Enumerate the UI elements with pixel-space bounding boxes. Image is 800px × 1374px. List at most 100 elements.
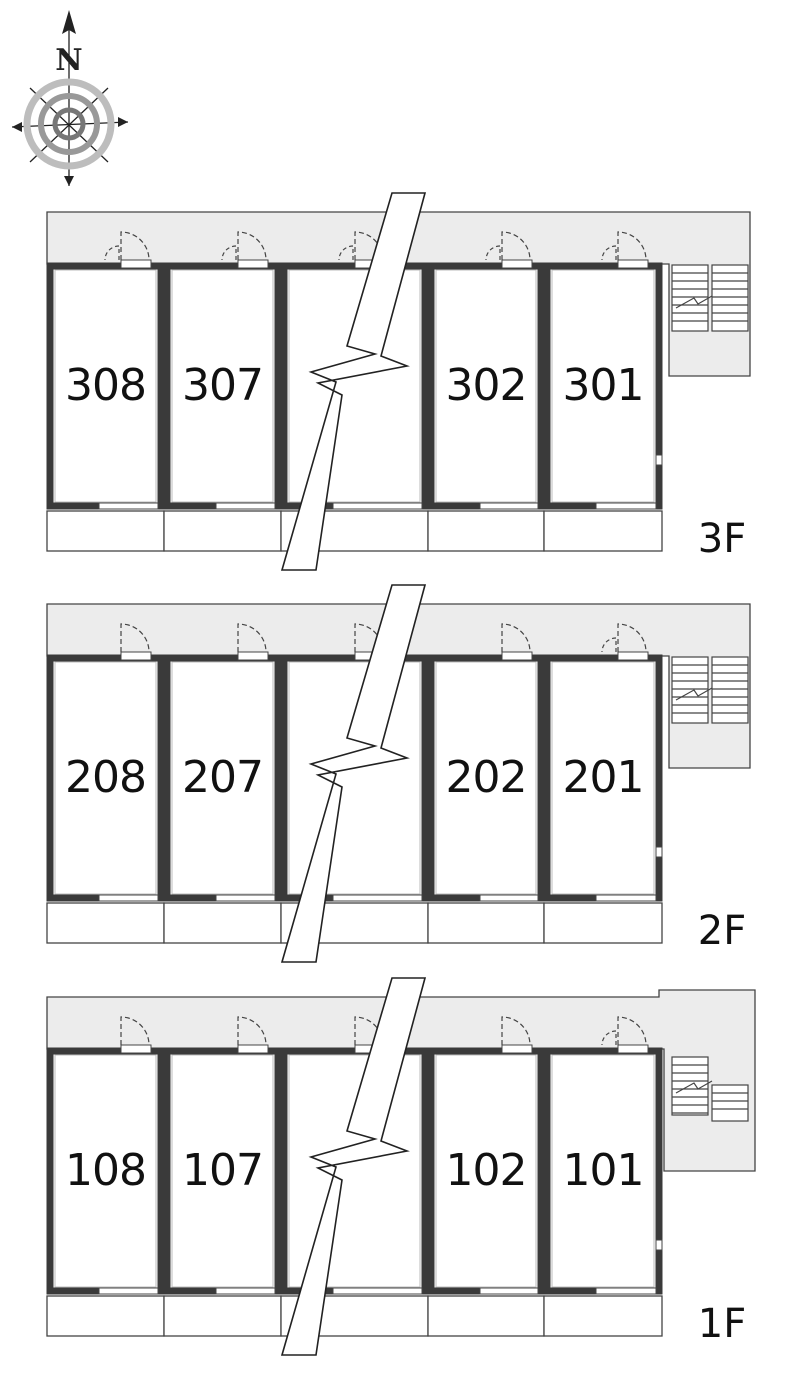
unit-107: 107 bbox=[163, 1016, 282, 1295]
stair-flight bbox=[711, 1084, 749, 1122]
break-line-icon bbox=[280, 584, 427, 963]
unit-wall bbox=[280, 1047, 429, 1295]
window bbox=[98, 894, 159, 902]
unit-202: 202 bbox=[427, 623, 545, 902]
unit-inner-wall bbox=[288, 1054, 421, 1288]
window bbox=[215, 894, 276, 902]
stair-break-line bbox=[675, 1080, 713, 1094]
window bbox=[332, 502, 423, 510]
door-opening bbox=[501, 651, 533, 661]
door-swing-icon bbox=[501, 623, 531, 653]
staircase bbox=[671, 1056, 749, 1122]
door-swing-icon bbox=[617, 623, 647, 653]
side-window bbox=[655, 846, 663, 858]
room-number: 202 bbox=[446, 752, 527, 803]
unit-omitted bbox=[280, 1016, 429, 1295]
unit-inner-wall bbox=[288, 269, 421, 503]
unit-wall bbox=[427, 262, 545, 510]
door-swing-icon bbox=[120, 231, 150, 261]
unit-wall bbox=[280, 262, 429, 510]
door-swing-icon bbox=[221, 245, 237, 261]
door-opening bbox=[237, 259, 269, 269]
room-number: 208 bbox=[65, 752, 146, 803]
unit-302: 302 bbox=[427, 231, 545, 510]
staircase bbox=[671, 656, 749, 724]
unit-wall bbox=[163, 654, 282, 902]
unit-inner-wall bbox=[551, 269, 655, 503]
floor-label: 3F bbox=[698, 516, 746, 562]
room-number: 307 bbox=[182, 360, 263, 411]
window bbox=[479, 894, 539, 902]
door-swing-icon bbox=[501, 231, 531, 261]
door-opening bbox=[120, 651, 152, 661]
stair-break-line bbox=[675, 687, 713, 701]
door-swing-icon bbox=[485, 245, 501, 261]
staircase bbox=[671, 264, 749, 332]
balcony bbox=[427, 510, 545, 552]
door-swing-icon bbox=[617, 231, 647, 261]
window bbox=[479, 1287, 539, 1295]
window bbox=[595, 894, 657, 902]
unit-wall bbox=[427, 1047, 545, 1295]
room-number: 207 bbox=[182, 752, 263, 803]
window bbox=[215, 1287, 276, 1295]
window bbox=[98, 502, 159, 510]
unit-inner-wall bbox=[54, 269, 157, 503]
stair-flight bbox=[711, 264, 749, 332]
door-swing-icon bbox=[237, 231, 267, 261]
door-swing-icon bbox=[120, 1016, 150, 1046]
balcony bbox=[427, 1295, 545, 1337]
door-opening bbox=[501, 259, 533, 269]
unit-inner-wall bbox=[551, 661, 655, 895]
balcony bbox=[163, 902, 282, 944]
unit-inner-wall bbox=[435, 269, 537, 503]
unit-101: 101 bbox=[543, 1016, 663, 1295]
door-swing-icon bbox=[501, 1016, 531, 1046]
room-number: 102 bbox=[446, 1145, 527, 1196]
unit-108: 108 bbox=[46, 1016, 165, 1295]
unit-omitted bbox=[280, 623, 429, 902]
unit-inner-wall bbox=[435, 661, 537, 895]
unit-301: 301 bbox=[543, 231, 663, 510]
unit-inner-wall bbox=[288, 661, 421, 895]
north-label: N bbox=[55, 43, 82, 78]
balcony bbox=[427, 902, 545, 944]
unit-inner-wall bbox=[171, 269, 274, 503]
unit-wall bbox=[543, 654, 663, 902]
balcony bbox=[543, 510, 663, 552]
door-swing-icon bbox=[237, 1016, 267, 1046]
balcony bbox=[46, 510, 165, 552]
stair-flight bbox=[671, 264, 709, 332]
door-opening bbox=[617, 651, 649, 661]
unit-inner-wall bbox=[54, 1054, 157, 1288]
door-swing-icon bbox=[104, 245, 120, 261]
unit-201: 201 bbox=[543, 623, 663, 902]
unit-wall bbox=[427, 654, 545, 902]
unit-wall bbox=[163, 262, 282, 510]
floor-label: 2F bbox=[698, 908, 746, 954]
window bbox=[479, 502, 539, 510]
stair-flight bbox=[711, 656, 749, 724]
balcony bbox=[46, 1295, 165, 1337]
window bbox=[215, 502, 276, 510]
balcony bbox=[543, 1295, 663, 1337]
door-swing-icon bbox=[617, 1016, 647, 1046]
unit-208: 208 bbox=[46, 623, 165, 902]
stair-flight bbox=[671, 656, 709, 724]
door-opening bbox=[617, 1044, 649, 1054]
compass-rose-icon: N bbox=[11, 10, 129, 186]
door-swing-icon bbox=[601, 637, 617, 653]
floor-plan-2f: 208 207 202 201 2F bbox=[46, 584, 751, 963]
door-opening bbox=[237, 1044, 269, 1054]
door-opening bbox=[501, 1044, 533, 1054]
balcony bbox=[163, 1295, 282, 1337]
unit-inner-wall bbox=[171, 661, 274, 895]
window bbox=[595, 1287, 657, 1295]
unit-omitted bbox=[280, 231, 429, 510]
unit-wall bbox=[543, 262, 663, 510]
unit-inner-wall bbox=[171, 1054, 274, 1288]
balcony bbox=[46, 902, 165, 944]
room-number: 107 bbox=[182, 1145, 263, 1196]
window bbox=[98, 1287, 159, 1295]
